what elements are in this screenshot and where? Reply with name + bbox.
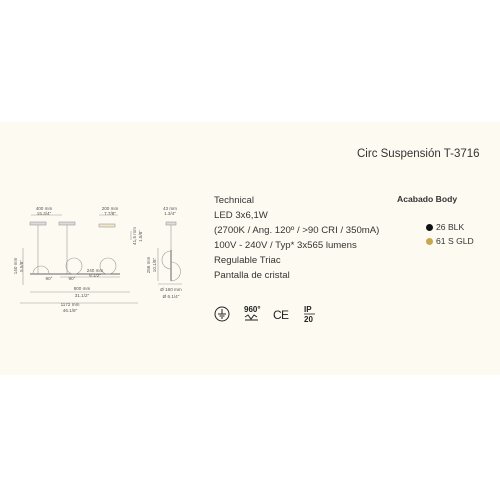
finish-label-gold: 61 S GLD (436, 236, 474, 246)
gold-swatch-icon (426, 237, 433, 245)
side-globe-bottom (170, 261, 181, 282)
label-41: 41,5 mm (132, 227, 137, 245)
side-globe-top (161, 250, 172, 270)
label-240: 240 mm (87, 268, 104, 273)
ceiling-rose-left (29, 221, 47, 226)
spec-shade: Pantalla de cristal (214, 269, 290, 281)
ip-rating-icon: IP 20 (304, 305, 315, 324)
label-800: 800 mm (74, 286, 91, 291)
label-43-in: 1.3/4" (164, 211, 176, 216)
label-200-in: 7.7/8" (104, 211, 116, 216)
label-160: Ø 160 mm (160, 287, 182, 292)
glow-wire-icon: 960° (244, 305, 261, 321)
earth-ground-icon (214, 306, 230, 322)
label-200: 200 mm (102, 206, 119, 211)
label-140-in: 5.5/8" (19, 260, 24, 272)
spec-dimming: Regulable Triac (214, 254, 281, 266)
label-240-in: 9.1/2" (89, 273, 101, 278)
spec-list: Technical LED 3x6,1W (2700K / Ang. 120º … (214, 194, 379, 283)
ip-label: IP (304, 305, 312, 314)
label-41-in: 1.5/8" (138, 230, 143, 242)
label-angle-1: 90° (46, 276, 53, 281)
svg-text:C: C (273, 308, 282, 322)
spec-heading: Technical (214, 195, 254, 206)
spec-led: LED 3x6,1W (214, 209, 268, 221)
label-1172: 1172 mm (61, 302, 80, 307)
ceiling-rose-detail (98, 223, 116, 228)
side-ceiling-rose (165, 221, 177, 226)
label-256: 256 mm (146, 257, 151, 274)
finish-label-blk: 26 BLK (436, 222, 465, 232)
finish-title: Acabado Body (397, 194, 458, 204)
globe-1 (32, 265, 50, 275)
spec-voltage: 100V - 240V / Typ* 3x565 lumens (214, 239, 357, 251)
glow-wire-temp: 960° (244, 305, 261, 314)
spec-sheet-background (0, 122, 500, 375)
product-title: Circ Suspensión T-3716 (357, 148, 480, 160)
black-swatch-icon (426, 223, 433, 231)
svg-text:E: E (281, 308, 289, 322)
certification-icons: 960° C E IP 20 (214, 305, 315, 324)
ceiling-rose-right (58, 221, 76, 226)
ip-number: 20 (304, 315, 313, 324)
label-400-in: 15.3/4" (37, 211, 52, 216)
finish-option-blk: 26 BLK (426, 222, 464, 232)
globe-2 (65, 257, 83, 275)
label-43: 43 mm (163, 206, 177, 211)
ce-mark-icon: C E (273, 308, 289, 322)
globe-3 (99, 257, 117, 275)
label-800-in: 31.1/2" (75, 293, 90, 298)
spec-led-detail: (2700K / Ang. 120º / >90 CRI / 350mA) (214, 224, 380, 236)
label-angle-2: 90° (69, 276, 76, 281)
label-400: 400 mm (36, 206, 53, 211)
label-160-in: Ø 6.1/4" (163, 294, 180, 299)
label-256-in: 10.1/8" (152, 257, 157, 272)
label-1172-in: 46.1/8" (63, 308, 78, 313)
finish-option-gold: 61 S GLD (426, 236, 474, 246)
label-140: 140 mm (13, 258, 18, 275)
